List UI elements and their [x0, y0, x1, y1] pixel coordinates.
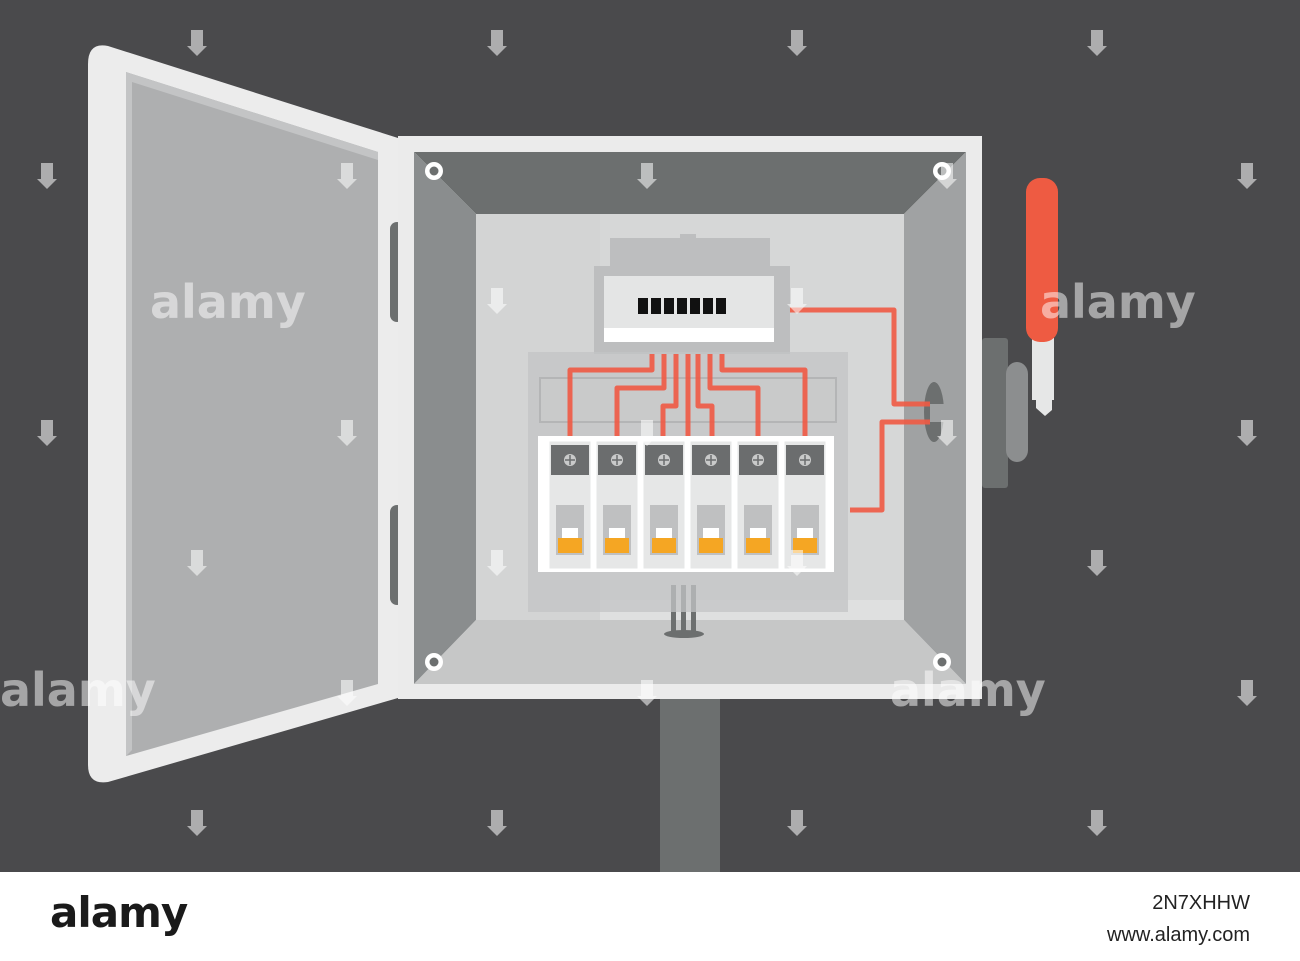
screw-top-left: [425, 162, 443, 180]
handle-lever[interactable]: [1026, 178, 1058, 342]
stock-footer: alamy 2N7XHHW www.alamy.com: [0, 872, 1300, 961]
energy-meter: [594, 234, 790, 354]
breaker-3[interactable]: [640, 438, 688, 572]
image-id: 2N7XHHW: [1152, 892, 1250, 914]
site-url[interactable]: www.alamy.com: [1107, 924, 1250, 946]
watermark-bottom-left: alamy: [0, 663, 156, 717]
watermark-text: alamy alamy alamy alamy: [0, 275, 1196, 717]
breaker-4[interactable]: [687, 438, 735, 572]
breaker-6[interactable]: [781, 438, 829, 572]
footer-logo[interactable]: alamy: [50, 888, 188, 937]
screw-bottom-left: [425, 653, 443, 671]
electrical-panel-illustration: alamy alamy alamy alamy: [0, 30, 1257, 872]
breaker-5[interactable]: [734, 438, 782, 572]
disconnect-switch[interactable]: [982, 178, 1058, 488]
watermark-right: alamy: [1040, 275, 1196, 329]
open-door: [88, 45, 404, 783]
breaker-bank: [538, 436, 834, 572]
watermark-bottom-right: alamy: [890, 663, 1046, 717]
watermark-left: alamy: [150, 275, 306, 329]
breaker-2[interactable]: [593, 438, 641, 572]
wiring: [567, 307, 930, 513]
meter-display: [638, 298, 726, 314]
breaker-1[interactable]: [546, 438, 594, 572]
mounting-pole: [660, 690, 720, 872]
